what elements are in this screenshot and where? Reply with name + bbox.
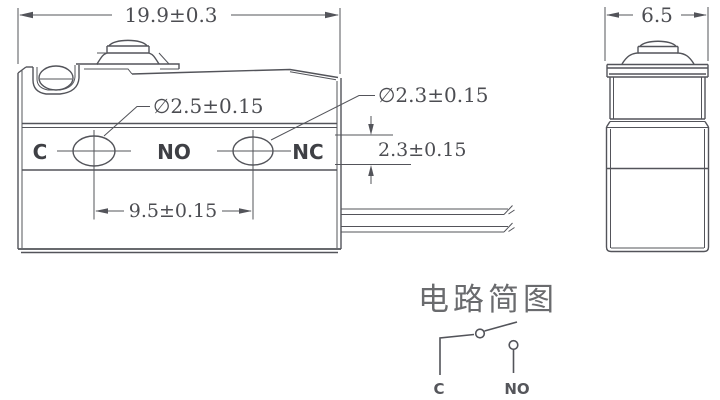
circuit-title: 电路简图 xyxy=(418,282,558,318)
housing-seam xyxy=(22,122,337,171)
mounting-screw xyxy=(38,65,74,91)
terminal-hole-nc xyxy=(217,130,291,220)
hole-pitch-value: 9.5±0.15 xyxy=(129,200,217,222)
dimension-hole-pitch: 9.5±0.15 xyxy=(93,172,254,222)
circuit-label-c: C xyxy=(433,380,444,398)
plunger-button xyxy=(96,39,170,65)
terminal-label-nc: NC xyxy=(292,140,323,164)
hole-c-diameter-value: ∅2.5±0.15 xyxy=(153,94,264,118)
vertical-offset-value: 2.3±0.15 xyxy=(378,139,466,161)
dimension-vertical-offset: 2.3±0.15 xyxy=(335,116,466,184)
side-cap-plate xyxy=(606,63,709,78)
side-upper-housing xyxy=(605,77,710,128)
depth-value: 6.5 xyxy=(641,3,673,27)
side-plunger-button xyxy=(621,40,695,65)
overall-width-value: 19.9±0.3 xyxy=(124,3,217,27)
switch-body-outline xyxy=(17,63,342,254)
side-lower-housing xyxy=(605,127,710,253)
terminal-label-no: NO xyxy=(157,140,191,164)
circuit-label-no: NO xyxy=(504,380,529,398)
front-view: C NO NC 19.9±0.3 ∅2.5±0.15 ∅2.3±0.15 xyxy=(17,3,515,254)
dimension-depth: 6.5 xyxy=(604,3,709,61)
lead-wires xyxy=(341,205,515,233)
dimension-overall-width: 19.9±0.3 xyxy=(17,3,341,74)
circuit-diagram: 电路简图 C NO xyxy=(418,282,558,398)
terminal-label-c: C xyxy=(33,140,48,164)
hole-nc-diameter-value: ∅2.3±0.15 xyxy=(378,83,489,107)
switch-symbol xyxy=(439,321,519,375)
dimension-hole-nc-diameter: ∅2.3±0.15 xyxy=(270,83,489,141)
side-view: 6.5 xyxy=(604,3,710,253)
dimension-hole-c-diameter: ∅2.5±0.15 xyxy=(103,94,264,137)
